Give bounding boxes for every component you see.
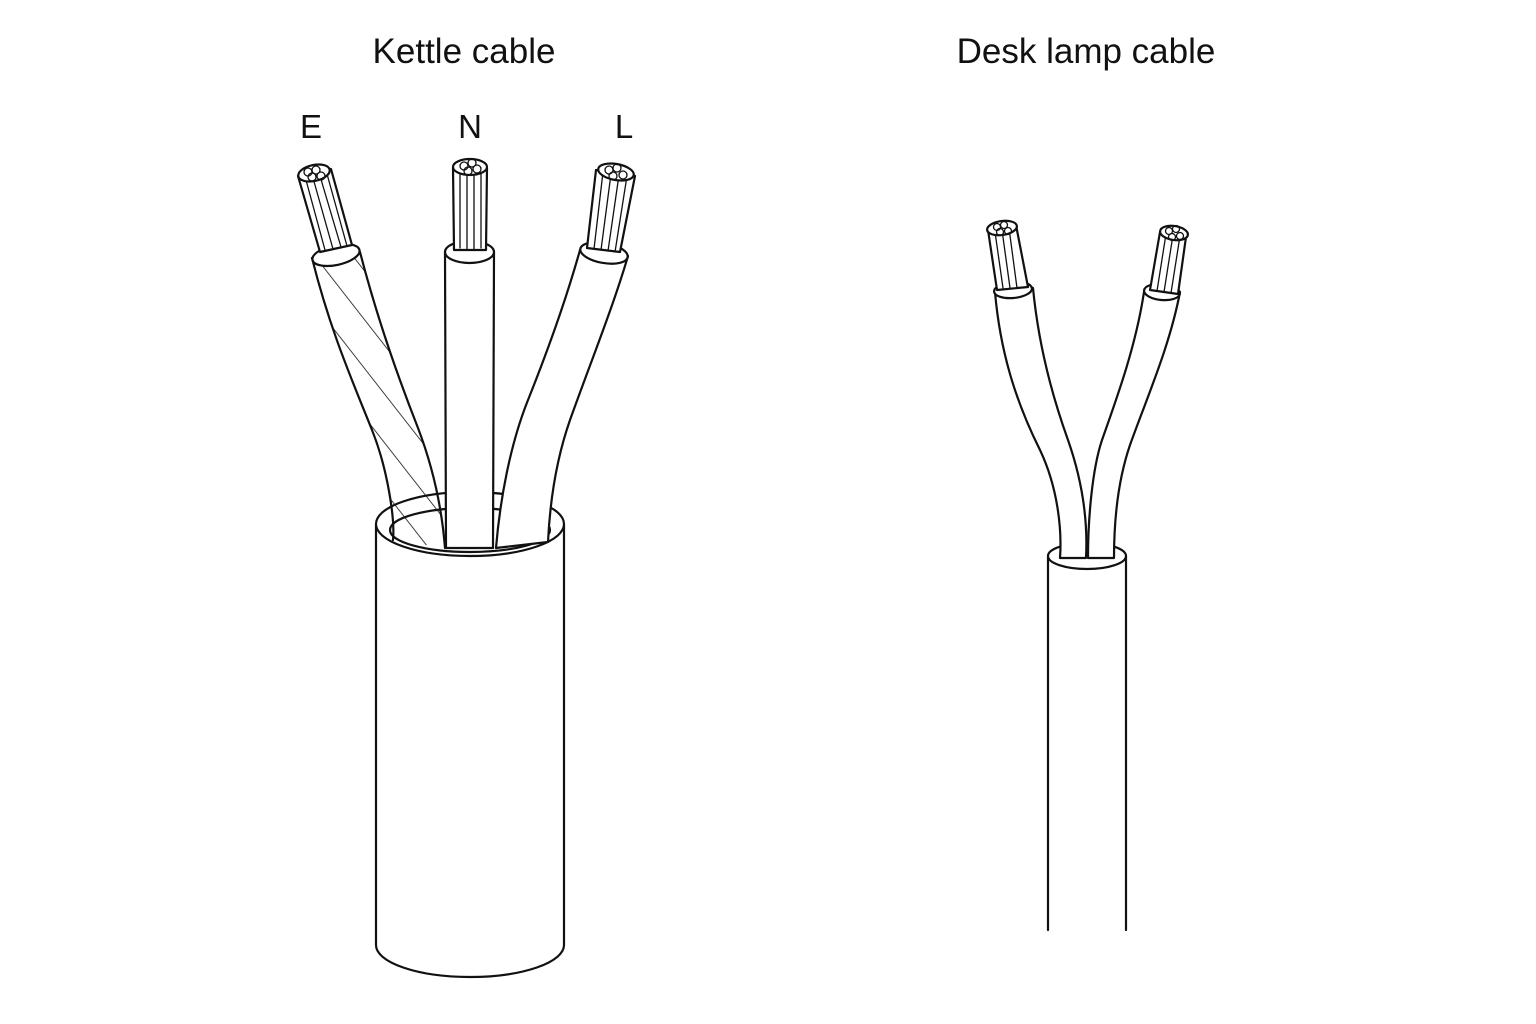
desk-lamp-cable-title: Desk lamp cable (956, 32, 1216, 71)
live-core (494, 162, 637, 550)
earth-core (296, 163, 447, 550)
core-label-earth: E (299, 108, 323, 145)
desk-lamp-cable (986, 219, 1189, 932)
core-label-neutral: N (458, 108, 482, 145)
neutral-core (443, 157, 496, 550)
core-label-live: L (614, 108, 634, 145)
kettle-cable (296, 157, 637, 979)
lamp-left-core (986, 219, 1088, 560)
lamp-right-core (1086, 224, 1189, 560)
kettle-outer-sheath (374, 490, 566, 979)
kettle-cable-title: Kettle cable (372, 32, 556, 71)
lamp-outer-sheath (1046, 541, 1128, 932)
